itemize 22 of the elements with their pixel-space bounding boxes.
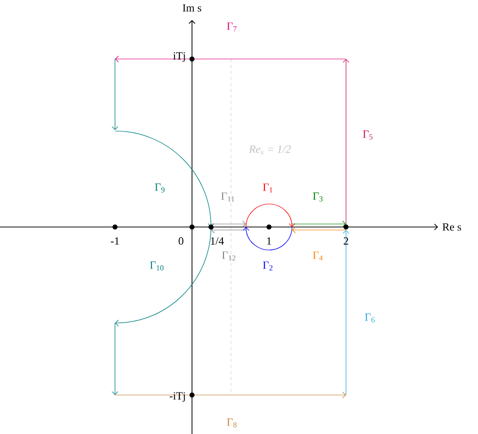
tick-label: 1/4 bbox=[210, 237, 224, 245]
tick-label: 2 bbox=[344, 237, 348, 245]
contour-label: Γ$_{6}$ bbox=[364, 314, 375, 322]
contour-label: Γ$_{1}$ bbox=[262, 184, 272, 192]
tick-label: 1 bbox=[267, 237, 272, 245]
axis-label: Im s bbox=[182, 4, 202, 12]
contour-label: Γ$_{5}$ bbox=[362, 130, 373, 140]
contour-label: Γ$_{8}$ bbox=[226, 418, 237, 428]
tick-label: iTj bbox=[173, 52, 185, 62]
tick-label: -iTj bbox=[170, 392, 185, 402]
line-label: Re$_{s}$ = 1/2 bbox=[248, 146, 291, 154]
contour-label: Γ$_{2}$ bbox=[262, 262, 272, 270]
tick-label: -1 bbox=[110, 237, 119, 245]
contour-label: Γ$_{10}$ bbox=[150, 262, 164, 270]
contour-label: Γ$_{7}$ bbox=[226, 22, 237, 32]
contour-label: Γ$_{3}$ bbox=[312, 192, 323, 202]
contour-label: Γ$_{4}$ bbox=[312, 252, 323, 260]
contour-label: Γ$_{12}$ bbox=[222, 252, 236, 260]
contour-label: Γ$_{11}$ bbox=[221, 192, 234, 202]
tick-label: 0 bbox=[178, 237, 184, 245]
contour-label: Γ$_{9}$ bbox=[154, 184, 165, 192]
axis-label: Re s bbox=[442, 223, 462, 231]
